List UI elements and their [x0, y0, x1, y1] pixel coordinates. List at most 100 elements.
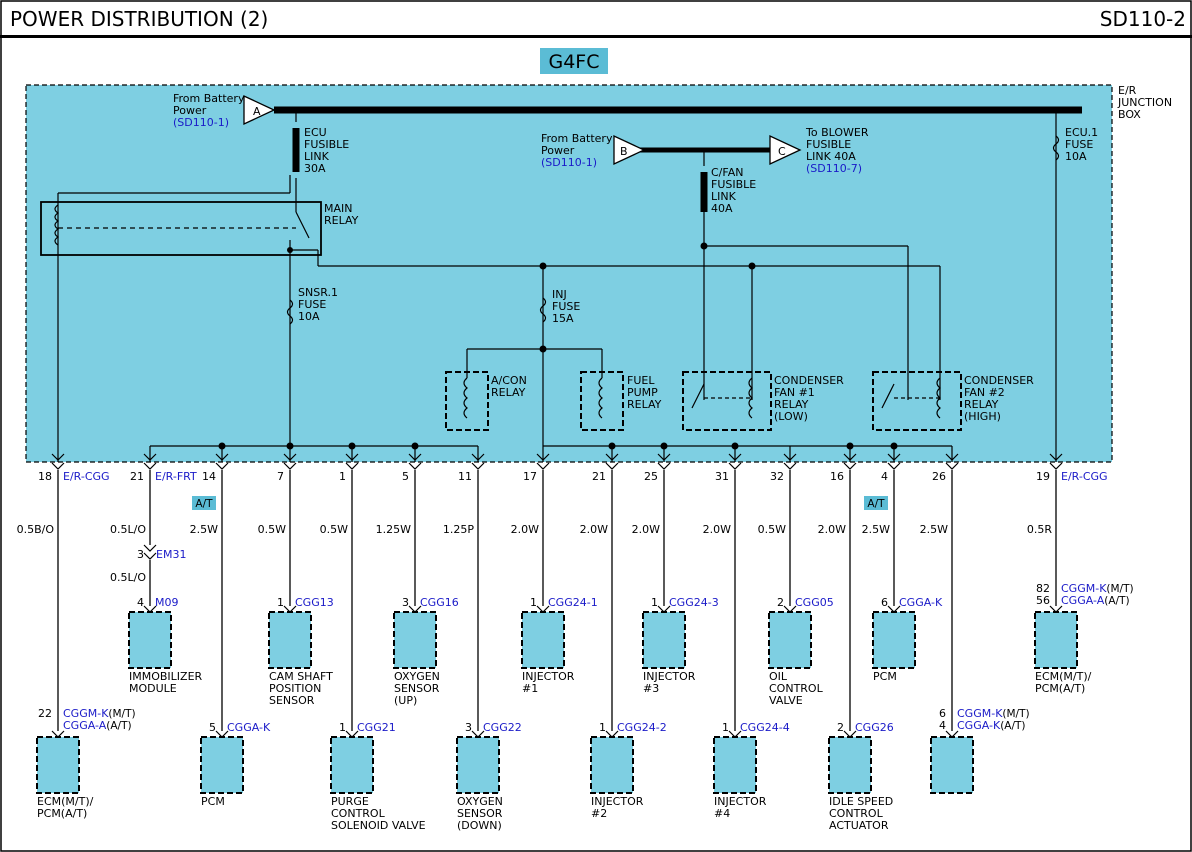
pin-7: 70.5W: [258, 453, 297, 536]
harness-wires: [57, 470, 1057, 731]
component-block[interactable]: [521, 611, 565, 669]
page-code: SD110-2: [1099, 7, 1186, 31]
wire-spec: 2.0W: [511, 523, 539, 536]
component-block[interactable]: [393, 611, 437, 669]
component-connector[interactable]: CGG13: [295, 596, 334, 609]
at-badge-left: A/T: [192, 496, 216, 510]
battery-a-ref[interactable]: (SD110-1): [173, 116, 229, 129]
component-block[interactable]: [872, 611, 916, 669]
component-block[interactable]: [828, 736, 872, 794]
component-label: ECM(M/T)/: [1035, 670, 1092, 683]
component-label: CAM SHAFT: [269, 670, 333, 683]
connector-ref[interactable]: E/R-CGG: [63, 470, 110, 483]
component-connector[interactable]: CGG16: [420, 596, 459, 609]
connector-flags: [243, 94, 802, 166]
component-connector[interactable]: CGG24-1: [548, 596, 598, 609]
connector-chevron: [605, 453, 619, 470]
pin-number: 1: [339, 470, 346, 483]
connector-chevron: [728, 453, 742, 470]
component-block[interactable]: [36, 736, 80, 794]
connector-chevron: [51, 453, 65, 470]
component-label: CONTROL: [829, 807, 884, 820]
component-block[interactable]: [456, 736, 500, 794]
component-connector[interactable]: CGG24-4: [740, 721, 790, 734]
connector-chevron: [536, 453, 550, 470]
em31-ref[interactable]: EM31: [156, 548, 186, 561]
component-label: SENSOR: [394, 682, 440, 695]
wire-spec: 2.0W: [818, 523, 846, 536]
component-connector[interactable]: CGG24-2: [617, 721, 667, 734]
component-connector[interactable]: CGG24-3: [669, 596, 719, 609]
component-block[interactable]: [642, 611, 686, 669]
component-connector[interactable]: CGGM-K(M/T): [63, 707, 136, 720]
wire-spec: 0.5B/O: [17, 523, 55, 536]
acon-relay-label: A/CON RELAY: [491, 374, 530, 399]
ecu1-fuse-symbol: [1052, 135, 1060, 161]
wire-spec: 1.25P: [443, 523, 474, 536]
battery-b-label: From Battery Power: [541, 132, 616, 157]
battery-b-ref[interactable]: (SD110-1): [541, 156, 597, 169]
component-connector[interactable]: CGGA-K(A/T): [957, 719, 1026, 732]
component-block[interactable]: [128, 611, 172, 669]
component-block[interactable]: [330, 736, 374, 794]
connector-ref[interactable]: E/R-CGG: [1061, 470, 1108, 483]
component-block[interactable]: [200, 736, 244, 794]
pin-5: 5 1.25W: [376, 453, 422, 536]
component-block[interactable]: [268, 611, 312, 669]
component-connector[interactable]: CGG21: [357, 721, 396, 734]
connector-ref[interactable]: E/R-FRT: [155, 470, 197, 483]
component-connector[interactable]: CGG26: [855, 721, 894, 734]
wire-spec: 2.5W: [920, 523, 948, 536]
main-relay-label: MAIN RELAY: [324, 202, 359, 227]
pin-number: 19: [1036, 470, 1050, 483]
inj-fuse-symbol: [539, 297, 547, 323]
component-block[interactable]: [1034, 611, 1078, 669]
component-block[interactable]: [590, 736, 634, 794]
component-connector[interactable]: M09: [155, 596, 179, 609]
pin-number: 5: [402, 470, 409, 483]
component-connector[interactable]: CGGA-K: [899, 596, 943, 609]
component-connector[interactable]: CGGM-K(M/T): [957, 707, 1030, 720]
component-connector[interactable]: CGG05: [795, 596, 834, 609]
component-connector[interactable]: CGGM-K(M/T): [1061, 582, 1134, 595]
pin-16: 162.0W: [818, 453, 857, 536]
wire-spec: 1.25W: [376, 523, 411, 536]
component-label: #1: [522, 682, 538, 695]
blower-ref[interactable]: (SD110-7): [806, 162, 862, 175]
component-connector[interactable]: CGGA-K: [227, 721, 271, 734]
component-block[interactable]: [930, 736, 974, 794]
component-block[interactable]: [768, 611, 812, 669]
connector-chevron: [657, 453, 671, 470]
ecu-link-label: ECU FUSIBLE LINK 30A: [304, 126, 353, 175]
component-connector[interactable]: CGGA-A(A/T): [63, 719, 132, 732]
connector-chevron: [283, 453, 297, 470]
pin-number: 21: [592, 470, 606, 483]
junction-box-label: E/R JUNCTION BOX: [1117, 84, 1176, 121]
pin-26: 262.5W: [920, 453, 959, 536]
component-label: SENSOR: [269, 694, 315, 707]
component-connector[interactable]: CGG22: [483, 721, 522, 734]
component-pin: 1: [339, 721, 346, 734]
connector-chevron: [143, 453, 157, 470]
component-block[interactable]: [713, 736, 757, 794]
component-label: IMMOBILIZER: [129, 670, 203, 683]
pin-14: 142.5W: [190, 453, 229, 536]
wire-spec: 0.5L/O: [110, 523, 146, 536]
component-connector[interactable]: CGGA-A(A/T): [1061, 594, 1130, 607]
